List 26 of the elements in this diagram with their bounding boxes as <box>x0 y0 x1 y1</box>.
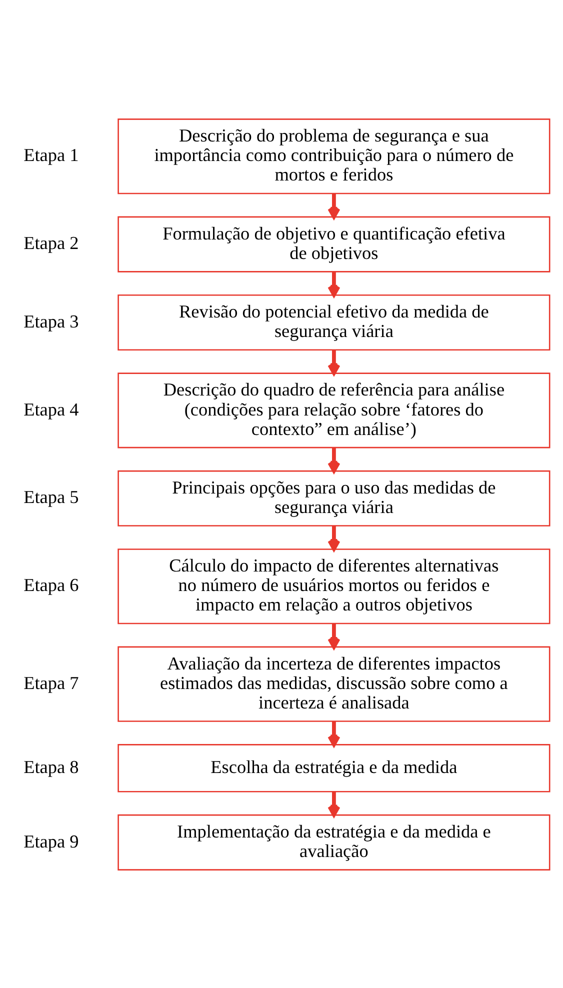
node-label: Etapa 7 <box>24 672 79 692</box>
node-label: Etapa 4 <box>24 398 79 419</box>
arrow <box>328 447 340 472</box>
node-label: Etapa 1 <box>24 144 79 165</box>
node-box: Revisão do potencial efetivo da medida de segurança viária <box>118 294 550 350</box>
arrow <box>328 272 340 296</box>
node-box: Avaliação da incerteza de diferentes impactos estimados das medidas, discussão sobre como a incerteza é analisada <box>118 646 550 722</box>
node-label: Etapa 6 <box>24 574 79 595</box>
node-box: Descrição do problema de segurança e sua importância como contribuição para o número de mortos e feridos <box>118 118 550 194</box>
node-label: Etapa 2 <box>24 232 79 253</box>
node-box: Implementação da estratégia e da medida e avaliação <box>118 814 550 870</box>
node-box: Formulação de objetivo e quantificação efetiva de objetivos <box>118 216 550 272</box>
arrow <box>328 525 340 550</box>
node-label: Etapa 9 <box>24 830 79 851</box>
node-label: Etapa 3 <box>24 310 79 331</box>
node-label: Etapa 5 <box>24 486 79 507</box>
arrow <box>328 193 340 218</box>
arrow <box>328 720 340 746</box>
node-box: Descrição do quadro de referência para análise (condições para relação sobre ‘fatores do contexto” em análise’) <box>118 372 550 448</box>
node-box: Cálculo do impacto de diferentes alternativas no número de usuários mortos ou feridos e impacto em relação a outros objetivos <box>118 548 550 624</box>
arrow <box>328 349 340 374</box>
node-box: Escolha da estratégia e da medida <box>118 744 550 792</box>
arrow <box>328 791 340 816</box>
arrow <box>328 623 340 648</box>
node-box: Principais opções para o uso das medidas de segurança viária <box>118 470 550 526</box>
node-label: Etapa 8 <box>24 756 79 776</box>
